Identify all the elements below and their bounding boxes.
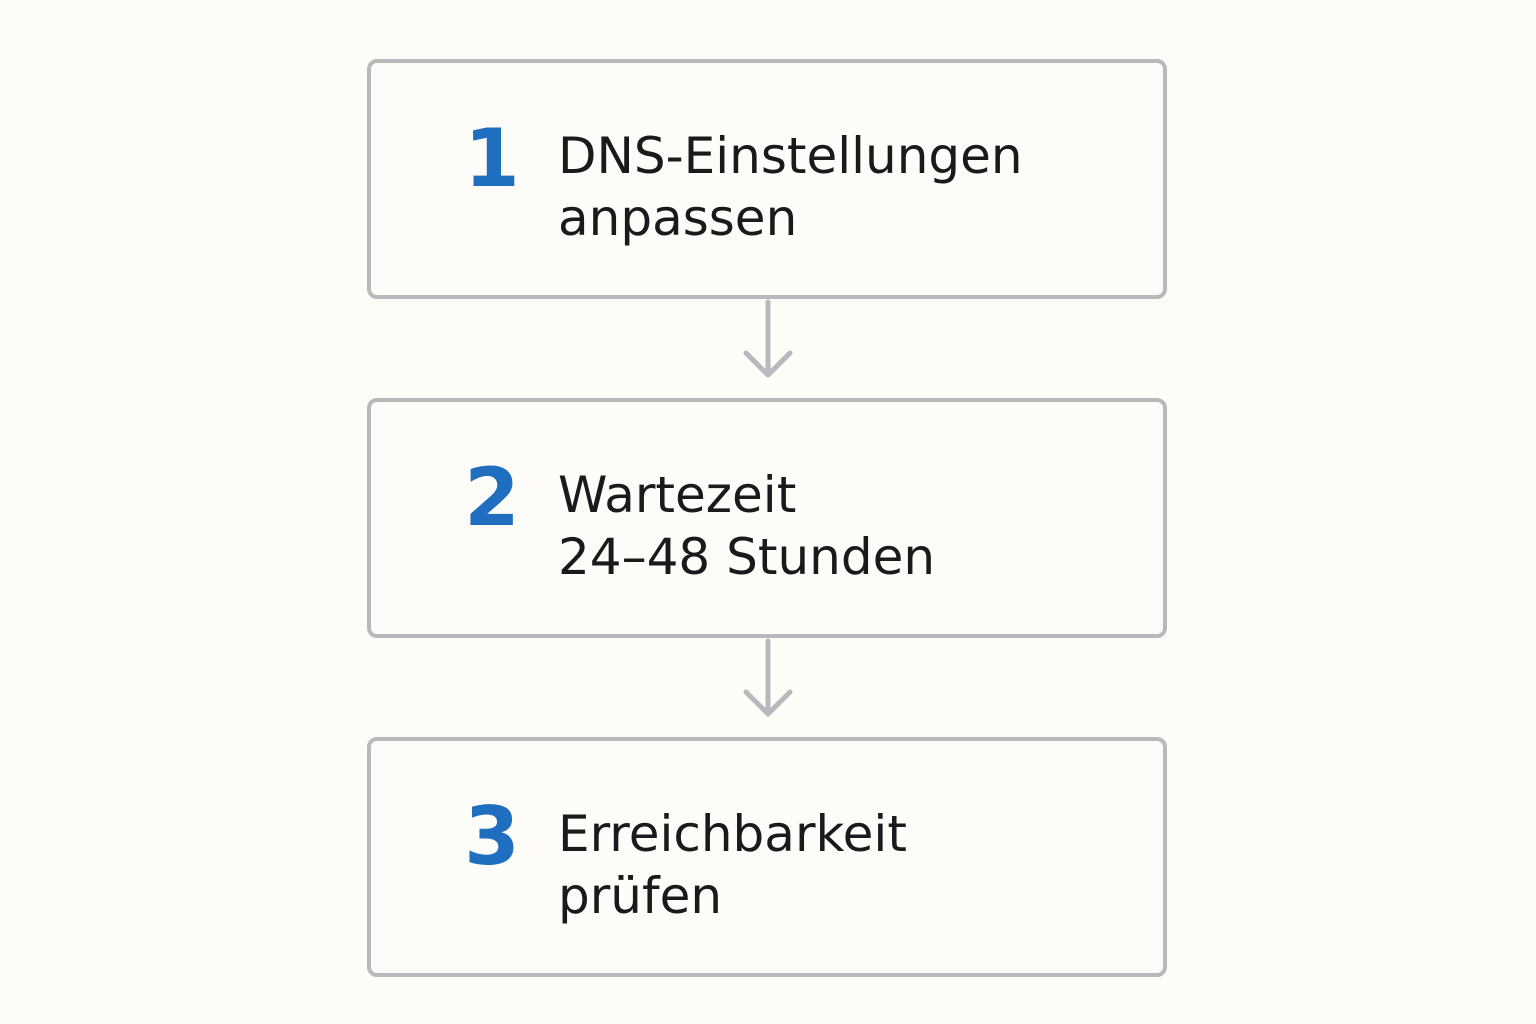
step-box-2: 2 Wartezeit 24–48 Stunden	[367, 398, 1167, 638]
step-label-3-line1: Erreichbarkeit	[558, 805, 907, 863]
step-label-1-line2: anpassen	[558, 189, 798, 247]
step-number-1: 1	[464, 112, 520, 205]
step-number-2: 2	[464, 451, 520, 544]
step-label-1-line1: DNS-Einstellungen	[558, 127, 1023, 185]
step-box-1: 1 DNS-Einstellungen anpassen	[367, 59, 1167, 299]
step-label-1: DNS-Einstellungen anpassen	[558, 125, 1023, 249]
step-label-2-line1: Wartezeit	[558, 466, 797, 524]
step-label-2: Wartezeit 24–48 Stunden	[558, 464, 935, 588]
step-box-3: 3 Erreichbarkeit prüfen	[367, 737, 1167, 977]
step-number-3: 3	[464, 790, 520, 883]
step-label-2-line2: 24–48 Stunden	[558, 528, 936, 586]
down-arrow-icon	[743, 638, 793, 717]
step-label-3-line2: prüfen	[558, 867, 723, 925]
down-arrow-icon	[743, 299, 793, 378]
step-label-3: Erreichbarkeit prüfen	[558, 803, 907, 927]
